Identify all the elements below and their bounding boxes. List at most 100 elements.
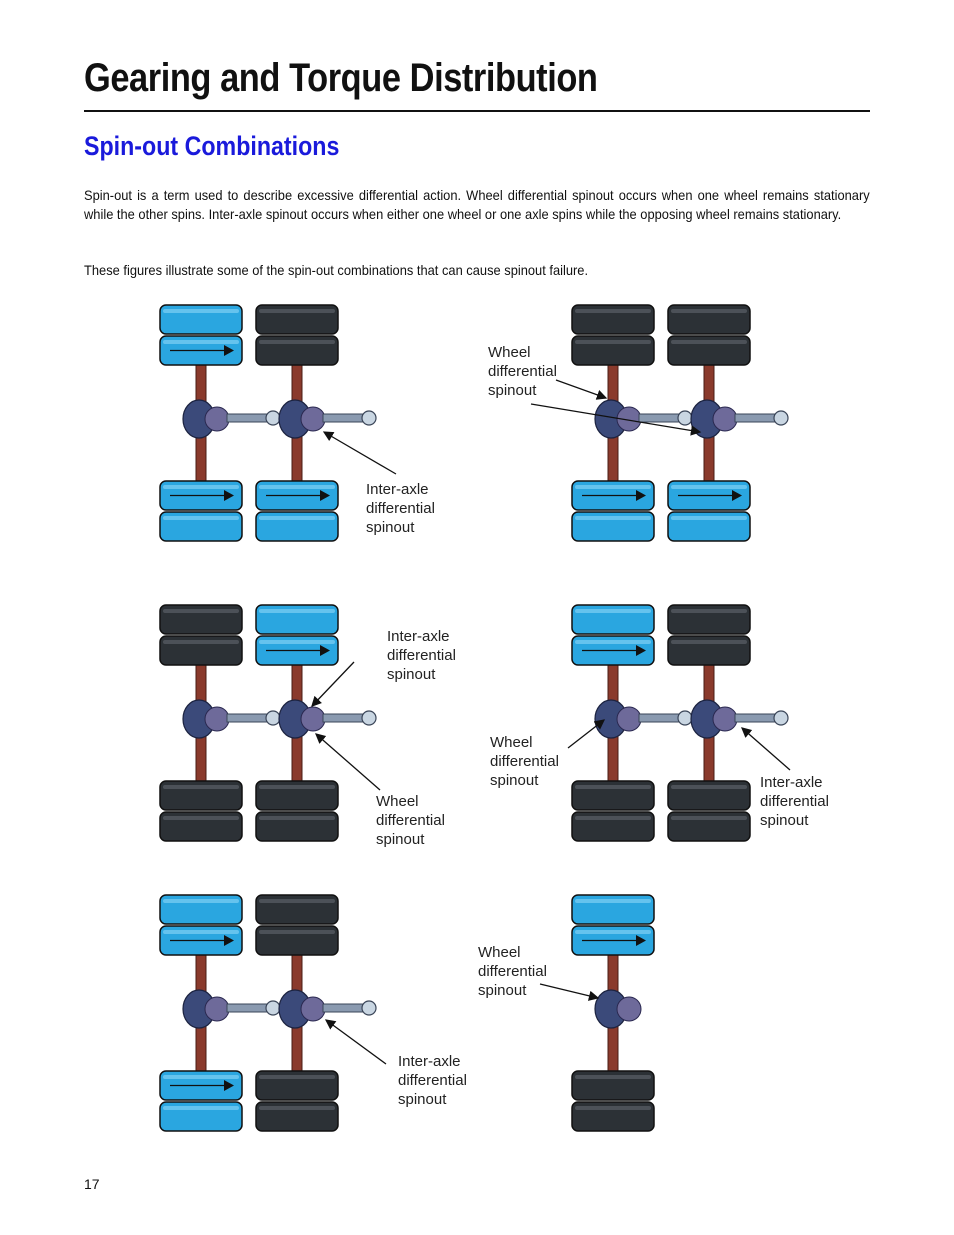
tire-bottom-inner xyxy=(255,780,339,811)
tire-top-outer xyxy=(667,304,751,335)
tire-highlight xyxy=(671,485,747,489)
yoke xyxy=(773,410,789,426)
tire-highlight xyxy=(163,785,239,789)
axle-1 xyxy=(571,604,693,842)
tire-top-inner xyxy=(159,635,243,666)
spin-arrow-icon xyxy=(678,490,742,501)
axle-assembly xyxy=(571,894,655,1132)
tire-top-outer xyxy=(571,894,655,925)
tire-top-inner xyxy=(255,925,339,956)
leader-fig1-interaxle xyxy=(322,431,397,475)
tire-highlight xyxy=(163,485,239,489)
section-title: Spin-out Combinations xyxy=(84,131,340,161)
figure-2 xyxy=(571,304,789,542)
tire-top-inner xyxy=(667,635,751,666)
tire-highlight xyxy=(259,899,335,903)
tire-top-outer xyxy=(667,604,751,635)
spin-arrow-icon xyxy=(582,935,646,946)
tire-top-outer xyxy=(255,604,339,635)
tire-top-inner xyxy=(571,335,655,366)
axle-assembly xyxy=(571,304,789,542)
axle-2 xyxy=(255,894,377,1132)
axle-assembly xyxy=(159,304,377,542)
tire-top-outer xyxy=(159,604,243,635)
axle-1 xyxy=(571,894,655,1132)
tire-bottom-inner xyxy=(667,780,751,811)
tire-highlight xyxy=(259,516,335,520)
tire-bottom-outer xyxy=(255,811,339,842)
intro-paragraph: Spin-out is a term used to describe exce… xyxy=(84,187,870,222)
yoke xyxy=(361,410,377,426)
tire-bottom-outer xyxy=(159,1101,243,1132)
page-title: Gearing and Torque Distribution xyxy=(84,56,598,100)
spin-arrow-icon xyxy=(582,645,646,656)
spin-arrow-icon xyxy=(170,345,234,356)
tire-highlight xyxy=(575,340,651,344)
tire-highlight xyxy=(671,516,747,520)
tire-highlight xyxy=(259,640,335,644)
tire-bottom-outer xyxy=(159,811,243,842)
label-fig1-interaxle: Inter-axle differential spinout xyxy=(366,481,435,536)
tire-top-inner xyxy=(667,335,751,366)
tire-bottom-inner xyxy=(255,1070,339,1101)
tire-highlight xyxy=(575,930,651,934)
label-fig6-wheel: Wheel differential spinout xyxy=(478,944,547,999)
tire-highlight xyxy=(163,816,239,820)
leader-fig4-wheel xyxy=(567,719,606,749)
tire-highlight xyxy=(671,785,747,789)
tire-highlight xyxy=(163,899,239,903)
tire-top-inner xyxy=(255,335,339,366)
figure-1 xyxy=(159,304,377,542)
label-fig3-interaxle: Inter-axle differential spinout xyxy=(387,628,456,683)
label-fig4-wheel: Wheel differential spinout xyxy=(490,734,559,789)
tire-highlight xyxy=(671,640,747,644)
tire-bottom-outer xyxy=(667,811,751,842)
label-fig3-wheel: Wheel differential spinout xyxy=(376,793,445,848)
tire-top-outer xyxy=(255,304,339,335)
figure-6 xyxy=(571,894,655,1132)
leader-fig3-interaxle xyxy=(311,661,355,707)
axle-1 xyxy=(571,304,693,542)
tire-highlight xyxy=(259,340,335,344)
spin-arrow-icon xyxy=(170,1080,234,1091)
title-rule xyxy=(84,110,870,112)
tire-highlight xyxy=(163,516,239,520)
tire-highlight xyxy=(575,640,651,644)
tire-highlight xyxy=(259,785,335,789)
tire-bottom-outer xyxy=(571,811,655,842)
differential-cover xyxy=(616,996,642,1022)
leader-fig4-interaxle xyxy=(741,727,791,771)
leader-fig2-wheel-a xyxy=(555,379,608,400)
tire-highlight xyxy=(575,816,651,820)
tire-highlight xyxy=(259,609,335,613)
axle-2 xyxy=(255,304,377,542)
leader-fig6-wheel xyxy=(539,983,600,1001)
tire-highlight xyxy=(259,485,335,489)
leader-fig3-wheel xyxy=(315,733,381,791)
tire-highlight xyxy=(163,1075,239,1079)
axle-2 xyxy=(667,604,789,842)
axle-1 xyxy=(159,894,281,1132)
tire-highlight xyxy=(163,309,239,313)
label-fig5-interaxle: Inter-axle differential spinout xyxy=(398,1053,467,1108)
tire-highlight xyxy=(259,930,335,934)
tire-highlight xyxy=(671,340,747,344)
axle-assembly xyxy=(571,604,789,842)
figures-caption: These figures illustrate some of the spi… xyxy=(84,262,589,278)
tire-highlight xyxy=(575,1075,651,1079)
axle-2 xyxy=(667,304,789,542)
spin-arrow-icon xyxy=(266,490,330,501)
tire-highlight xyxy=(163,609,239,613)
tire-bottom-inner xyxy=(571,1070,655,1101)
tire-highlight xyxy=(259,1106,335,1110)
tire-highlight xyxy=(163,640,239,644)
yoke xyxy=(361,710,377,726)
tire-bottom-outer xyxy=(255,1101,339,1132)
label-fig2-wheel: Wheel differential spinout xyxy=(488,344,557,399)
tire-highlight xyxy=(575,1106,651,1110)
tire-bottom-outer xyxy=(255,511,339,542)
tire-bottom-outer xyxy=(571,1101,655,1132)
tire-highlight xyxy=(575,309,651,313)
tire-highlight xyxy=(575,516,651,520)
